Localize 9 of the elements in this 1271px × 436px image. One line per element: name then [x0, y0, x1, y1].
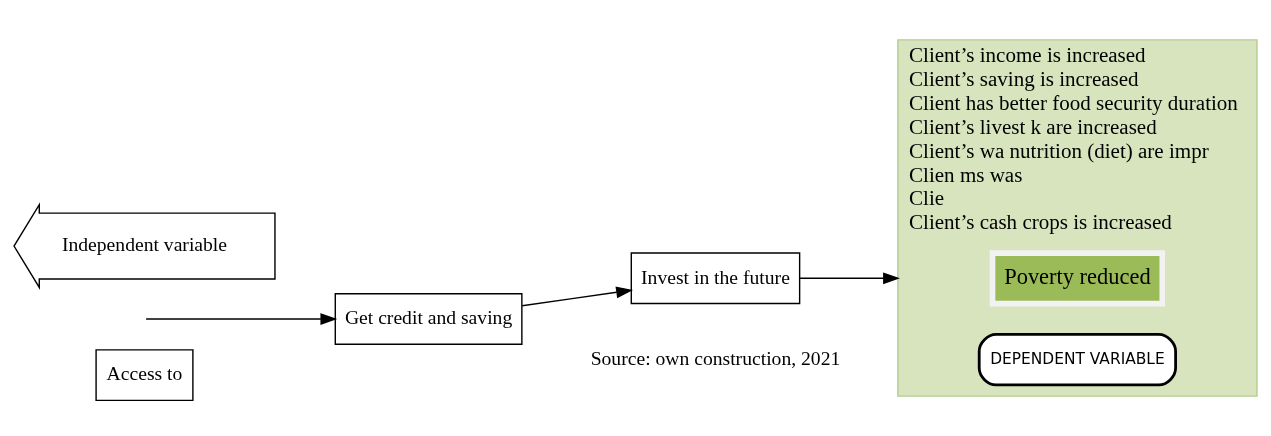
node-box: DEPENDENT VARIABLE — [977, 333, 1177, 387]
arrow — [799, 272, 900, 285]
node-box: Access to — [95, 349, 194, 402]
label: Source: own construction, 2021 — [590, 346, 841, 369]
node-box: Invest in the future — [630, 252, 801, 305]
arrow — [521, 286, 634, 307]
arrow — [145, 313, 338, 325]
node-box: Get credit and saving — [334, 293, 523, 345]
node-box: Poverty reduced — [989, 250, 1166, 307]
